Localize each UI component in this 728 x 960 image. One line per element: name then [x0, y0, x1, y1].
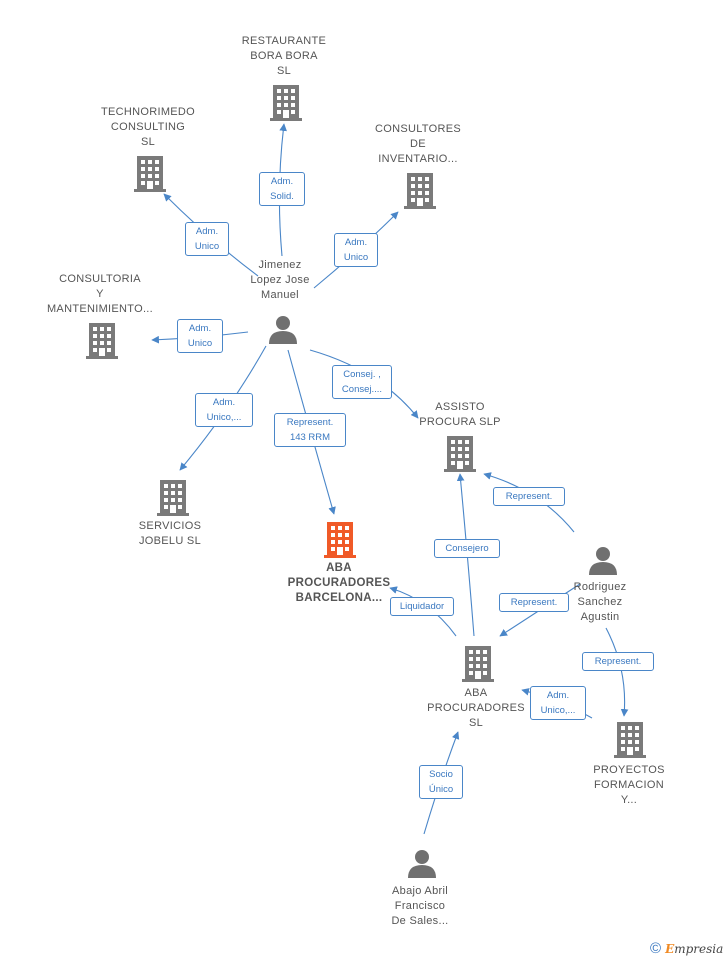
edge-label-adm-solid: Adm. Solid.: [259, 172, 305, 206]
node-label-proyectos[interactable]: PROYECTOS FORMACION Y...: [593, 764, 665, 806]
person-icon[interactable]: [588, 545, 618, 575]
edge-label-represent-143: Represent. 143 RRM: [274, 413, 346, 447]
building-icon[interactable]: [404, 173, 436, 209]
brand-text: mpresia: [674, 942, 724, 956]
node-label-aba-sl[interactable]: ABA PROCURADORES SL: [427, 687, 525, 729]
edge-label-adm-unico-servicios: Adm. Unico,...: [195, 393, 253, 427]
person-icon[interactable]: [407, 848, 437, 878]
building-icon[interactable]: [86, 323, 118, 359]
building-icon[interactable]: [157, 480, 189, 516]
node-label-restaurante[interactable]: RESTAURANTE BORA BORA SL: [241, 35, 327, 77]
edge-label-represent-proyectos: Represent.: [582, 652, 654, 671]
edge-label-represent-aba: Represent.: [499, 593, 569, 612]
node-label-rodriguez[interactable]: Rodriguez Sanchez Agustin: [573, 581, 627, 623]
copyright-icon: ©: [650, 940, 662, 957]
edge-label-socio-unico: Socio Único: [419, 765, 463, 799]
node-label-abajo[interactable]: Abajo Abril Francisco De Sales...: [391, 885, 449, 927]
edge-rodriguez-proyectos: [605, 627, 629, 717]
edge-label-liquidador: Liquidador: [390, 597, 454, 616]
edge-label-consejero: Consejero: [434, 539, 500, 558]
node-label-assisto[interactable]: ASSISTO PROCURA SLP: [419, 401, 501, 428]
node-label-jimenez[interactable]: Jimenez Lopez Jose Manuel: [250, 259, 310, 301]
edge-label-adm-unico-consultoria: Adm. Unico: [177, 319, 223, 353]
edge-label-represent-assisto: Represent.: [493, 487, 565, 506]
edge-label-consej: Consej. , Consej....: [332, 365, 392, 399]
edge-label-adm-unico-consultores: Adm. Unico: [334, 233, 378, 267]
node-label-aba-barcelona[interactable]: ABA PROCURADORES BARCELONA...: [287, 562, 391, 604]
node-label-servicios[interactable]: SERVICIOS JOBELU SL: [138, 520, 202, 547]
building-icon[interactable]: [270, 85, 302, 121]
node-label-consultores[interactable]: CONSULTORES DE INVENTARIO...: [374, 123, 462, 165]
building-icon[interactable]: [614, 722, 646, 758]
building-icon[interactable]: [444, 436, 476, 472]
person-icon[interactable]: [268, 314, 298, 344]
brand-watermark: ©Empresia: [650, 940, 723, 957]
brand-e: E: [665, 942, 675, 956]
node-label-technorimedo[interactable]: TECHNORIMEDO CONSULTING SL: [100, 106, 196, 148]
building-icon-highlighted[interactable]: [324, 522, 356, 558]
node-label-consultoria[interactable]: CONSULTORIA Y MANTENIMIENTO...: [46, 273, 154, 315]
edge-label-adm-unico-aba: Adm. Unico,...: [530, 686, 586, 720]
building-icon[interactable]: [134, 156, 166, 192]
edge-label-adm-unico-techno: Adm. Unico: [185, 222, 229, 256]
building-icon[interactable]: [462, 646, 494, 682]
